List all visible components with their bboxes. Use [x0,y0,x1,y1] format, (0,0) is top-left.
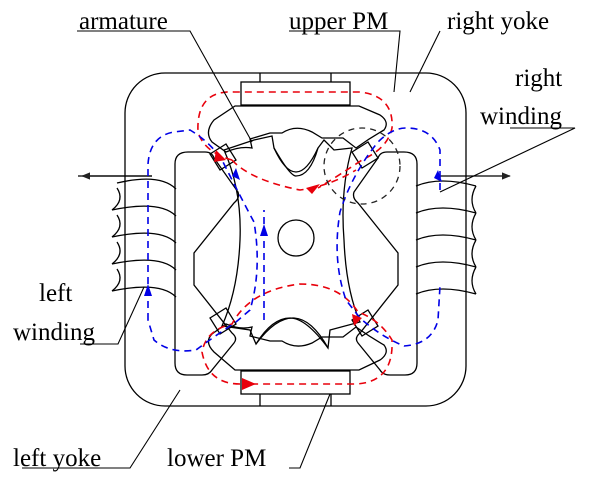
label-left-winding-1: left [39,280,72,307]
label-lower-pm: lower PM [167,445,266,472]
flux-arrow-8 [434,170,442,182]
flux-arrow-3 [352,314,362,326]
right-flux-loop [336,127,441,347]
lower-flux-loop [201,283,393,385]
armature-body [221,135,361,350]
upper-rotor-notch [273,147,319,173]
yoke-outer-frame [124,72,467,407]
flux-arrow-5 [144,284,152,296]
label-right-winding-2: winding [480,103,562,130]
left-winding-coil [78,175,177,298]
flux-arrow-2 [306,184,320,194]
right-yoke-opening [352,151,418,376]
lower-rotor-notch [255,317,329,349]
flux-arrow-6 [260,224,268,236]
highlight-circle [323,127,401,205]
label-left-yoke: left yoke [13,445,101,472]
armature-shaft-hole [277,219,315,257]
upper-flux-inner [231,159,357,191]
right-winding-coil [415,180,477,295]
label-right-yoke: right yoke [447,8,549,35]
stator-tooth-upper-left [209,143,237,171]
label-left-winding-2: winding [13,319,95,346]
upper-flux-loop [197,91,393,189]
flux-arrow-4 [242,378,256,390]
flux-arrow-7 [232,168,240,180]
upper-pole [207,105,387,153]
left-flux-loop [147,129,258,352]
label-upper-pm: upper PM [289,8,388,35]
label-right-winding-1: right [515,65,562,92]
stator-tooth-lower-left [209,307,237,335]
lower-pm [240,370,351,395]
upper-pm [240,81,351,106]
flux-arrow-1 [214,150,226,162]
label-armature: armature [79,8,168,35]
lower-pole [207,323,387,371]
